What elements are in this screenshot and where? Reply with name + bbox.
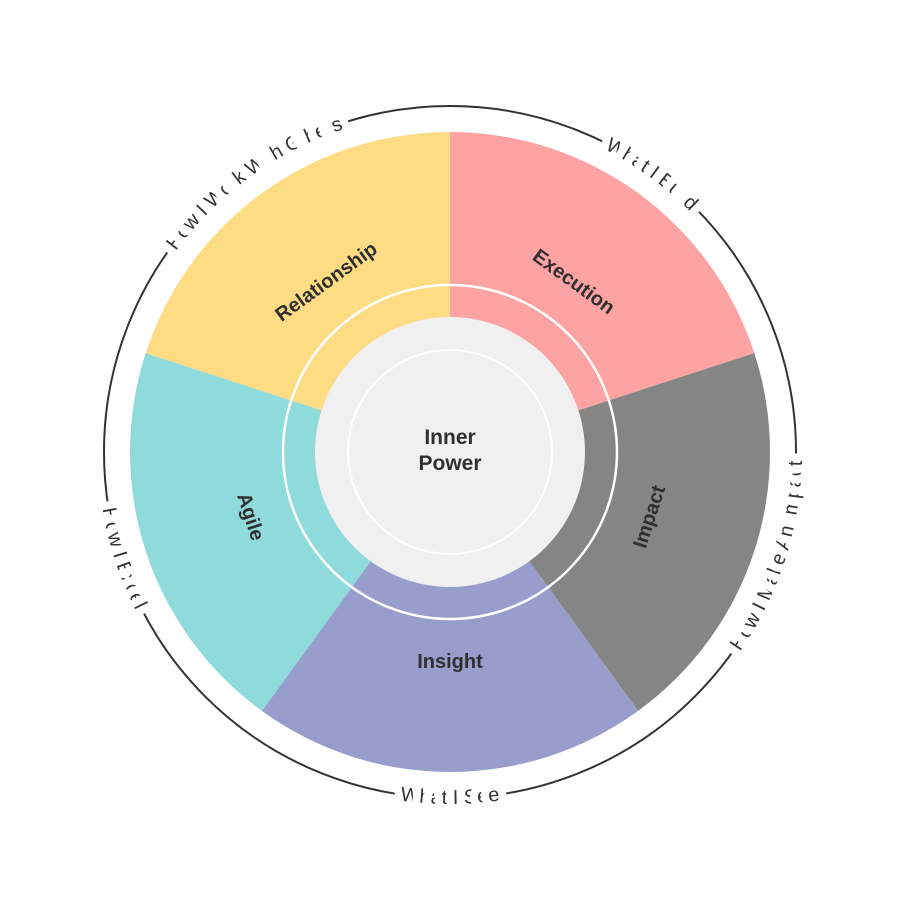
category-label-text: What I See <box>391 776 508 817</box>
center-inner-ring <box>347 349 553 555</box>
segment-insight <box>261 452 639 773</box>
category-label: What I See <box>399 784 500 809</box>
white-ring <box>281 283 619 621</box>
center-label-line2: Power <box>418 452 481 475</box>
outer-ring <box>103 105 797 799</box>
center-circle <box>315 317 585 587</box>
segment-label: Insight <box>417 651 483 673</box>
center-label-line1: Inner <box>424 426 475 449</box>
